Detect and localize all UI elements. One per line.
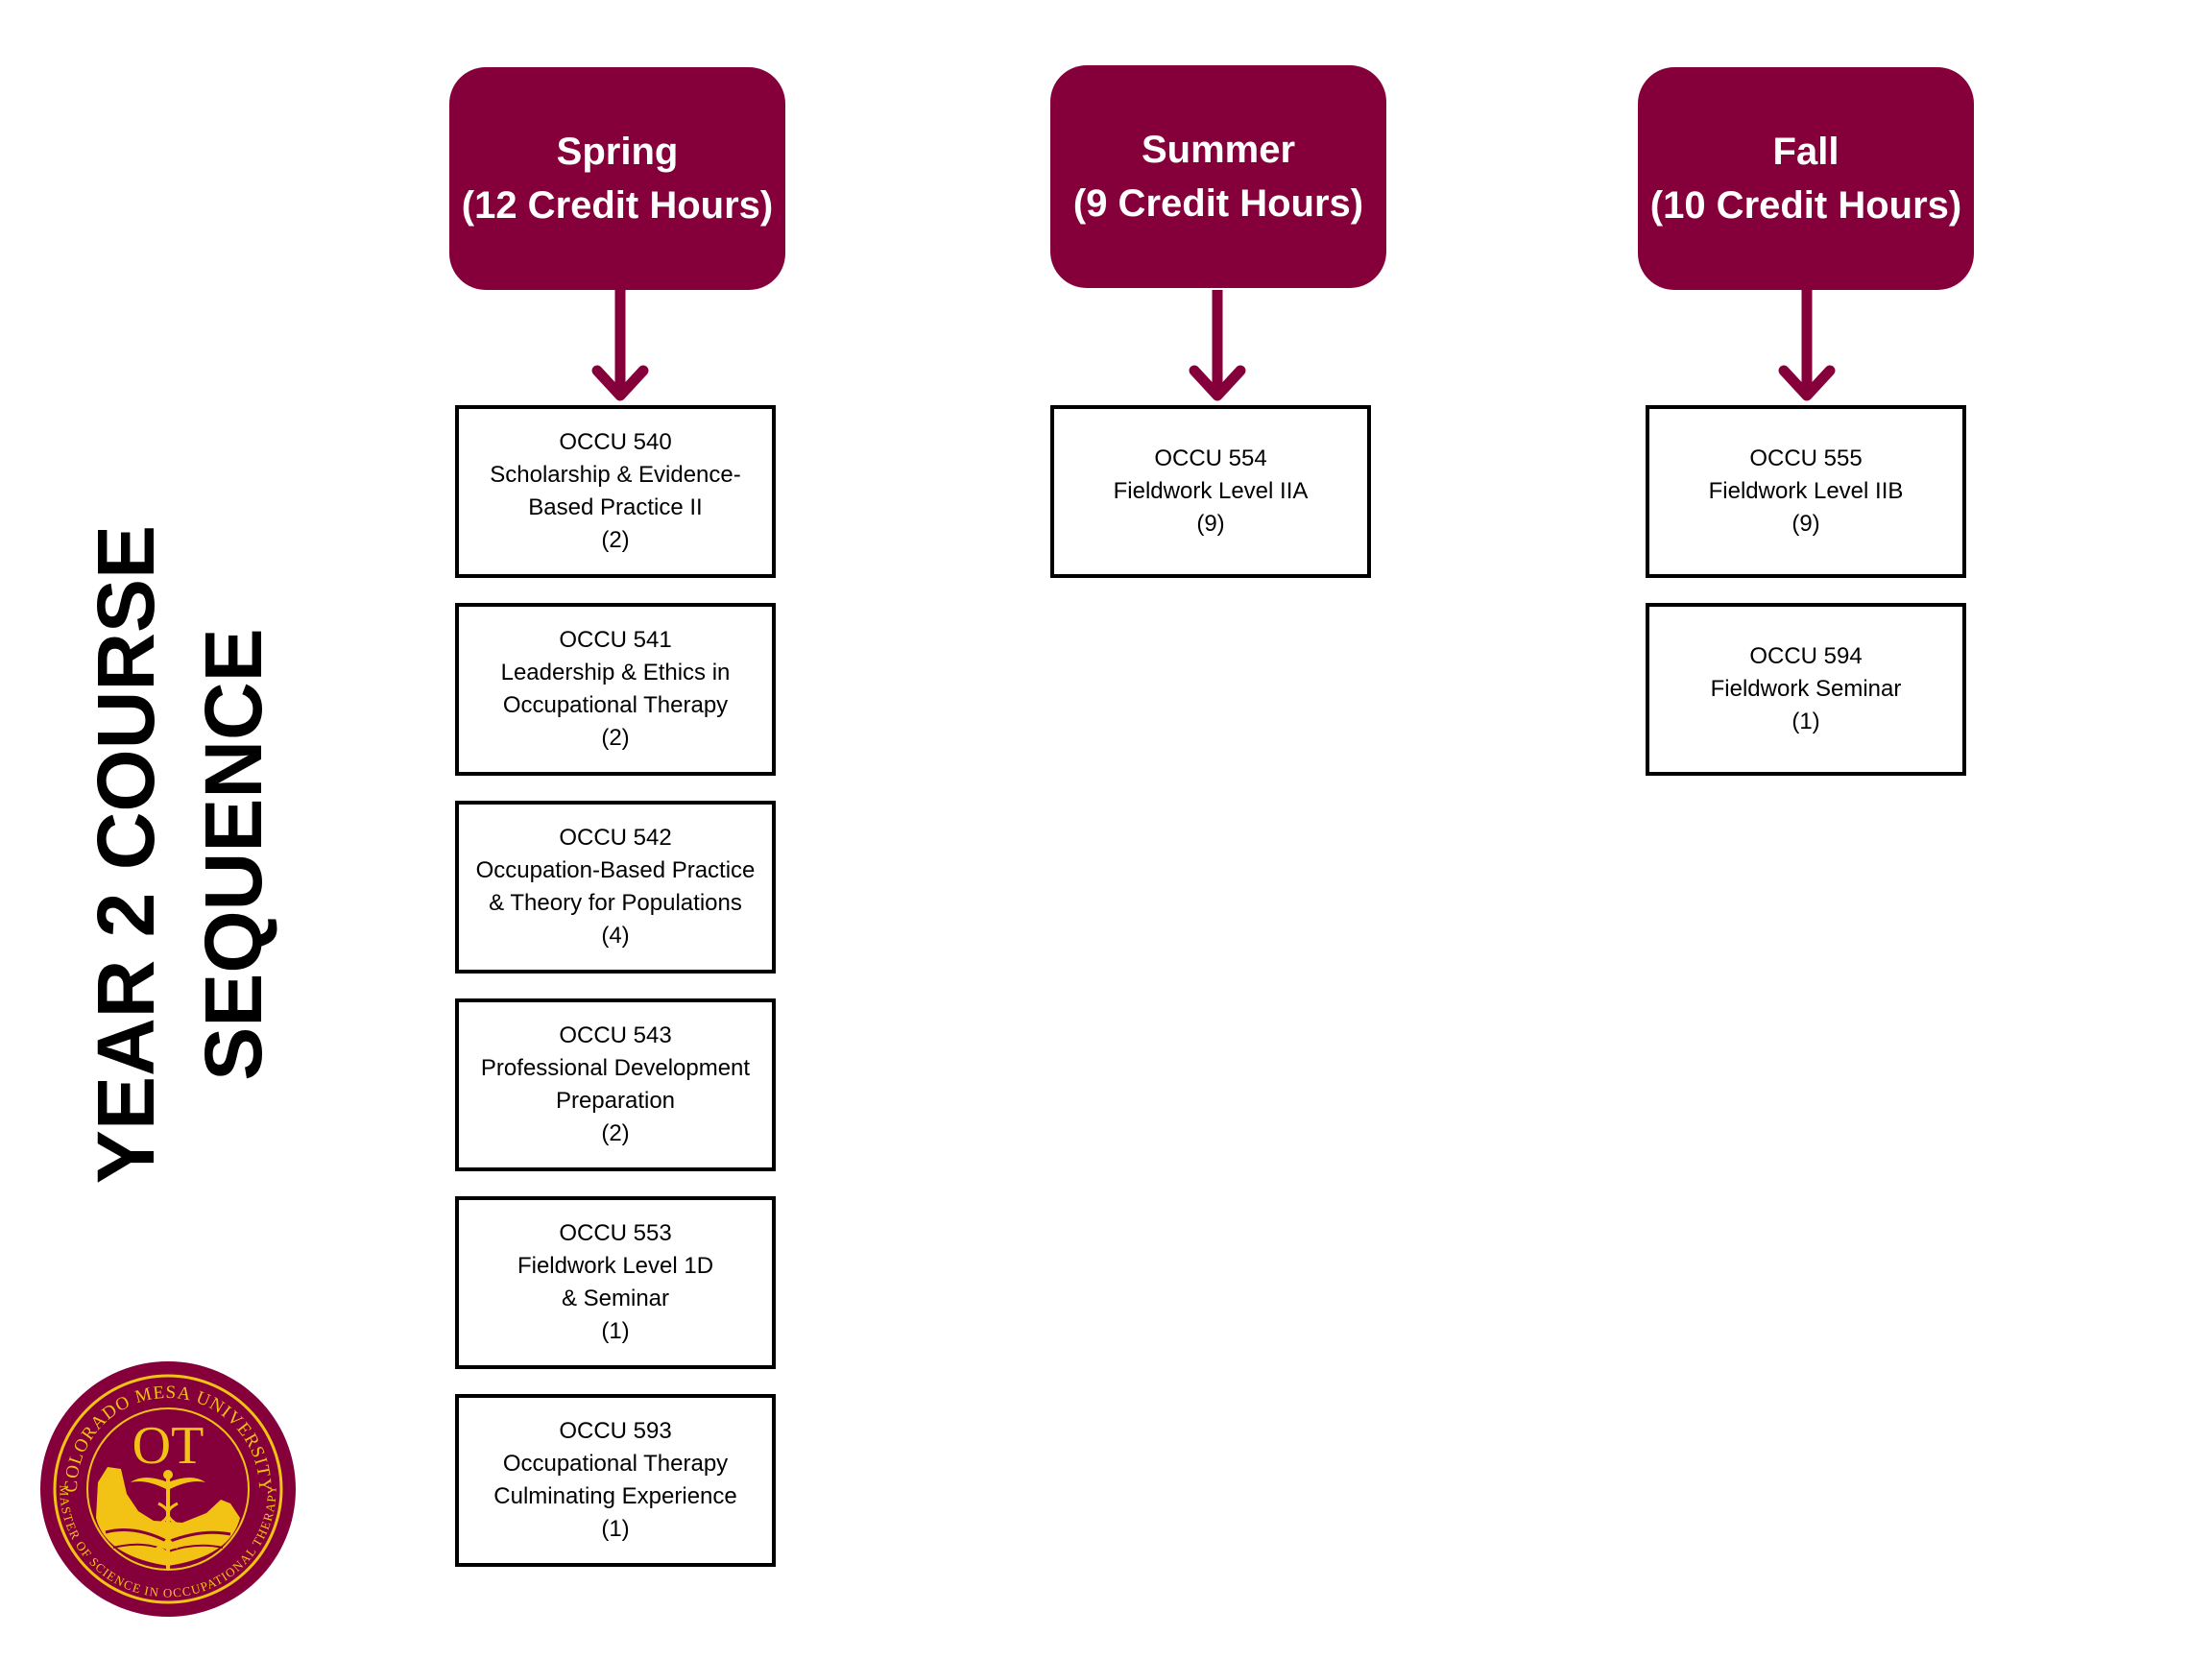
term-name: Spring bbox=[556, 131, 679, 173]
cmu-ot-seal-logo: COLORADO MESA UNIVERSITY MASTER OF SCIEN… bbox=[40, 1361, 296, 1617]
course-code: OCCU 543 bbox=[559, 1022, 672, 1048]
course-title: Based Practice II bbox=[528, 494, 703, 520]
course-credits: (1) bbox=[601, 1318, 630, 1344]
course-box-occu-553: OCCU 553 Fieldwork Level 1D & Seminar (1… bbox=[455, 1196, 776, 1369]
course-code: OCCU 540 bbox=[559, 429, 672, 455]
term-header-summer: Summer (9 Credit Hours) bbox=[1050, 65, 1386, 288]
course-credits: (2) bbox=[601, 527, 630, 553]
course-credits: (4) bbox=[601, 923, 630, 949]
course-code: OCCU 541 bbox=[559, 627, 672, 653]
course-title: & Theory for Populations bbox=[489, 890, 742, 916]
course-code: OCCU 542 bbox=[559, 825, 672, 851]
arrow-down-icon bbox=[1189, 290, 1246, 401]
page-title: YEAR 2 COURSE SEQUENCE bbox=[79, 518, 280, 1190]
course-title: Professional Development bbox=[480, 1055, 751, 1081]
term-credits: (10 Credit Hours) bbox=[1649, 184, 1962, 227]
course-title: Scholarship & Evidence- bbox=[490, 462, 741, 488]
course-box-occu-542: OCCU 542 Occupation-Based Practice & The… bbox=[455, 801, 776, 974]
arrow-down-icon bbox=[591, 290, 649, 401]
course-code: OCCU 593 bbox=[559, 1418, 672, 1444]
term-name: Summer bbox=[1141, 129, 1296, 171]
course-box-occu-594: OCCU 594 Fieldwork Seminar (1) bbox=[1646, 603, 1966, 776]
course-title: Fieldwork Seminar bbox=[1710, 676, 1902, 702]
arrow-down-icon bbox=[1778, 290, 1836, 401]
course-title: Occupation-Based Practice bbox=[475, 857, 756, 883]
course-title: Occupational Therapy bbox=[502, 1451, 729, 1477]
course-title: Occupational Therapy bbox=[502, 692, 729, 718]
course-title: & Seminar bbox=[561, 1286, 670, 1311]
course-title: Preparation bbox=[555, 1088, 676, 1114]
course-credits: (1) bbox=[601, 1516, 630, 1542]
course-credits: (9) bbox=[1196, 511, 1225, 537]
page-title-line-1: YEAR 2 COURSE bbox=[81, 524, 171, 1185]
term-credits: (12 Credit Hours) bbox=[461, 184, 774, 227]
course-credits: (9) bbox=[1791, 511, 1820, 537]
course-code: OCCU 554 bbox=[1154, 445, 1267, 471]
seal-center-text: OT bbox=[132, 1416, 204, 1476]
course-code: OCCU 555 bbox=[1749, 445, 1863, 471]
term-header-fall: Fall (10 Credit Hours) bbox=[1638, 67, 1974, 290]
course-title: Leadership & Ethics in bbox=[500, 660, 731, 685]
term-header-spring: Spring (12 Credit Hours) bbox=[449, 67, 785, 290]
course-box-occu-541: OCCU 541 Leadership & Ethics in Occupati… bbox=[455, 603, 776, 776]
course-box-occu-543: OCCU 543 Professional Development Prepar… bbox=[455, 998, 776, 1171]
course-code: OCCU 553 bbox=[559, 1220, 672, 1246]
course-title: Fieldwork Level IIA bbox=[1113, 478, 1309, 504]
course-box-occu-555: OCCU 555 Fieldwork Level IIB (9) bbox=[1646, 405, 1966, 578]
course-code: OCCU 594 bbox=[1749, 643, 1863, 669]
course-title: Fieldwork Level 1D bbox=[517, 1253, 714, 1279]
course-title: Fieldwork Level IIB bbox=[1708, 478, 1904, 504]
course-box-occu-554: OCCU 554 Fieldwork Level IIA (9) bbox=[1050, 405, 1371, 578]
course-box-occu-540: OCCU 540 Scholarship & Evidence- Based P… bbox=[455, 405, 776, 578]
term-credits: (9 Credit Hours) bbox=[1072, 182, 1364, 225]
course-credits: (2) bbox=[601, 725, 630, 751]
course-box-occu-593: OCCU 593 Occupational Therapy Culminatin… bbox=[455, 1394, 776, 1567]
course-credits: (2) bbox=[601, 1120, 630, 1146]
course-title: Culminating Experience bbox=[493, 1483, 737, 1509]
term-name: Fall bbox=[1772, 131, 1839, 173]
page-title-line-2: SEQUENCE bbox=[188, 628, 278, 1081]
course-credits: (1) bbox=[1791, 709, 1820, 734]
